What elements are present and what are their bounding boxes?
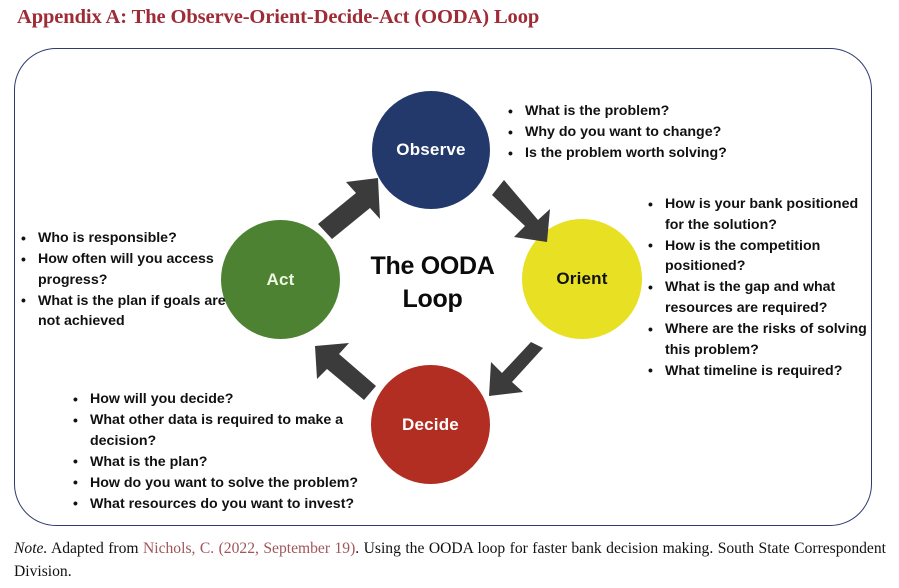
list-item: What is the plan if goals are not achiev… (18, 290, 233, 332)
center-label: The OODA Loop (345, 250, 520, 316)
list-item: What timeline is required? (645, 360, 880, 382)
node-decide-label: Decide (402, 414, 459, 434)
page-title: Appendix A: The Observe-Orient-Decide-Ac… (17, 6, 540, 28)
list-item: What is the plan? (70, 451, 400, 473)
arrow-up-left-icon (315, 343, 376, 400)
list-item: What is the gap and what resources are r… (645, 277, 880, 318)
list-item: Where are the risks of solving this prob… (645, 319, 880, 360)
center-label-line1: The OODA (370, 252, 495, 280)
node-orient-label: Orient (556, 269, 608, 288)
arrow-down-right-icon (492, 180, 550, 242)
list-item: How do you want to solve the problem? (70, 472, 400, 494)
node-observe-label: Observe (396, 140, 466, 159)
node-observe: Observe (372, 91, 490, 209)
figure-note: Note. Adapted from Nichols, C. (2022, Se… (14, 538, 886, 583)
arrow-down-left-icon (489, 342, 543, 396)
list-item: Who is responsible? (18, 228, 233, 249)
bullet-list-decide: How will you decide? What other data is … (70, 389, 400, 515)
arrow-up-right-icon (318, 178, 380, 239)
list-item: What is the problem? (505, 101, 750, 122)
node-act: Act (221, 220, 340, 339)
list-item: Is the problem worth solving? (505, 143, 750, 164)
bullet-list-observe: What is the problem? Why do you want to … (505, 101, 750, 164)
note-label: Note. (14, 540, 48, 557)
note-after-link: . Using the OODA loop for faster bank de… (14, 540, 886, 580)
list-item: How is the competition positioned? (645, 235, 880, 277)
note-citation-link[interactable]: Nichols, C. (2022, September 19) (143, 540, 356, 557)
list-item: What resources do you want to invest? (70, 493, 400, 515)
bullet-list-orient: How is your bank positioned for the solu… (645, 193, 880, 382)
list-item: Why do you want to change? (505, 122, 750, 143)
note-before-link: Adapted from (47, 540, 143, 557)
list-item: How will you decide? (70, 389, 400, 410)
bullet-list-act: Who is responsible? How often will you a… (18, 228, 233, 332)
center-label-line2: Loop (402, 285, 463, 313)
node-act-label: Act (266, 269, 295, 289)
list-item: What other data is required to make a de… (70, 410, 400, 451)
list-item: How is your bank positioned for the solu… (645, 193, 880, 235)
list-item: How often will you access progress? (18, 249, 233, 290)
